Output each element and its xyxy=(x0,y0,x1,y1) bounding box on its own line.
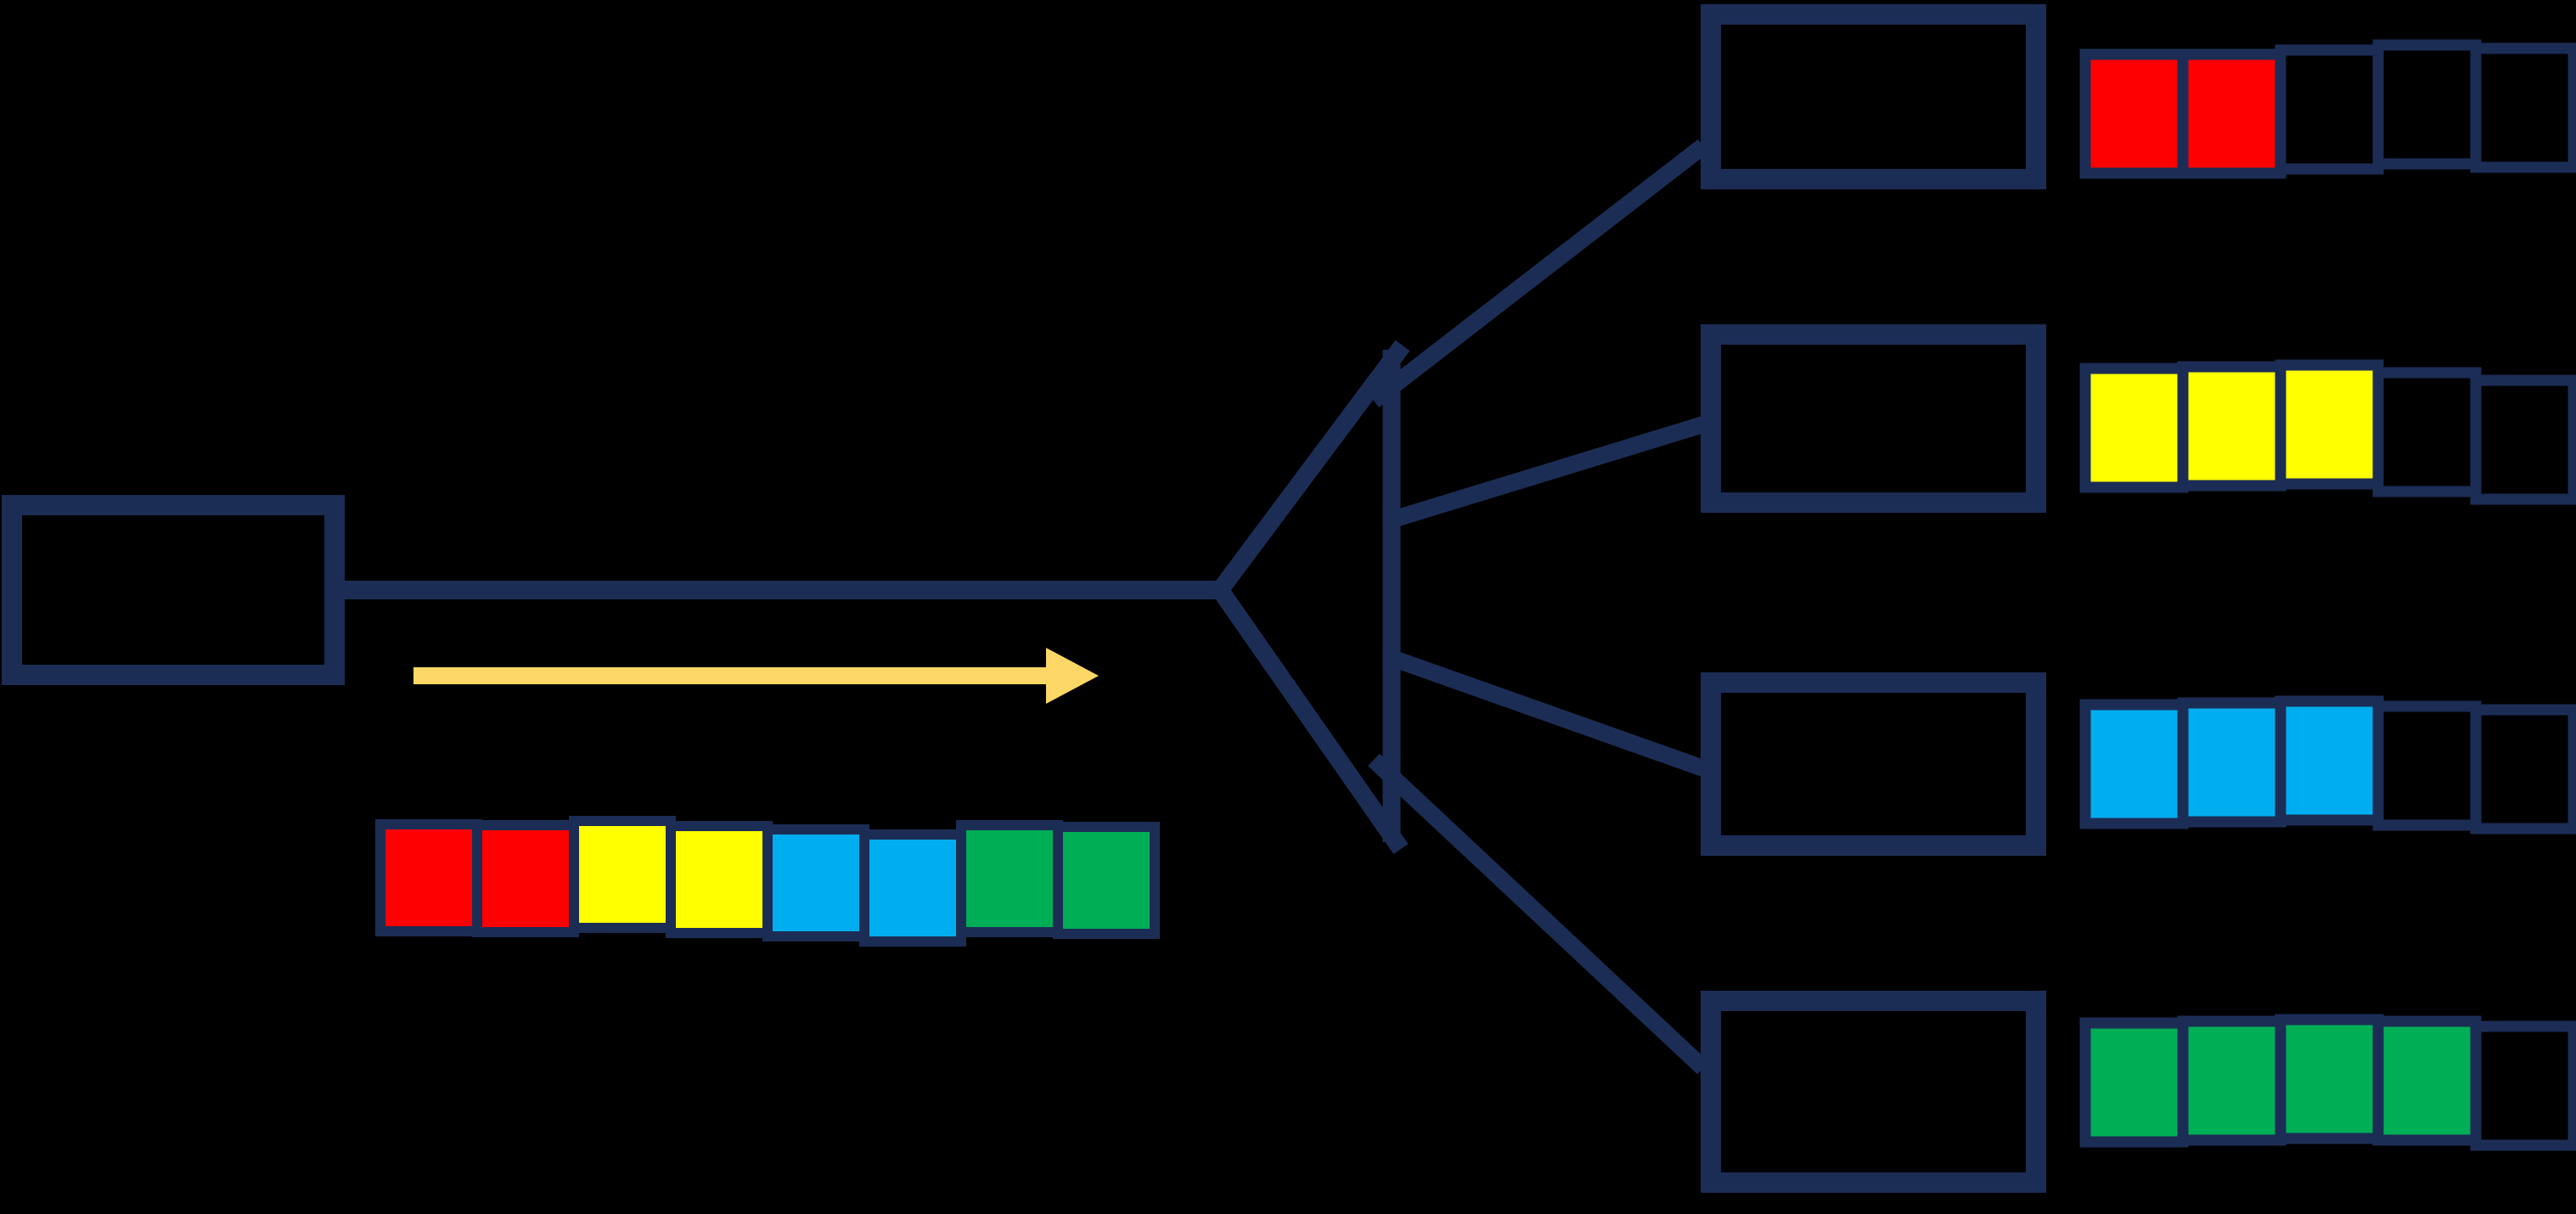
input-strip-cell-4-yellow xyxy=(666,821,773,938)
branch-2-queue-cell-5-empty xyxy=(2470,374,2576,505)
branch-1-connector xyxy=(1368,139,1709,407)
branch-4-connector xyxy=(1368,753,1709,1075)
branch-2-queue-cell-4-empty xyxy=(2372,367,2482,497)
branch-4-queue-cell-2-green xyxy=(2177,1015,2286,1146)
input-strip-cell-8-green xyxy=(1053,822,1160,939)
branch-3-box xyxy=(1701,672,2046,856)
branch-1-queue-cell-2-red xyxy=(2177,48,2286,179)
branch-4-queue-cell-5-empty xyxy=(2470,1020,2576,1151)
branch-1-queue-cell-4-empty xyxy=(2372,39,2482,170)
branch-4-queue-cell-4-green xyxy=(2372,1015,2482,1146)
input-strip-cell-7-green xyxy=(956,820,1063,937)
branch-1-queue-cell-3-empty xyxy=(2275,44,2384,175)
input-strip-cell-3-yellow xyxy=(569,816,676,933)
branch-2-queue-cell-2-yellow xyxy=(2177,361,2286,492)
input-strip-cell-6-blue xyxy=(859,829,966,947)
branch-3-queue-cell-3-blue xyxy=(2275,695,2384,826)
branch-1-queue-cell-5-empty xyxy=(2470,42,2576,173)
branch-4-queue-cell-1-green xyxy=(2079,1017,2189,1148)
input-strip-cell-5-blue xyxy=(762,824,869,941)
branch-3-queue-cell-5-empty xyxy=(2470,704,2576,835)
branch-2-queue-cell-3-yellow xyxy=(2275,359,2384,490)
funnel-upper-side xyxy=(1212,340,1410,596)
branch-4-box xyxy=(1701,991,2046,1193)
branch-3-queue-cell-2-blue xyxy=(2177,697,2286,828)
source-box xyxy=(2,495,345,685)
branch-3-queue-cell-1-blue xyxy=(2079,699,2189,829)
flow-arrow-head xyxy=(1046,648,1099,704)
branch-1-queue-cell-1-red xyxy=(2079,48,2189,179)
branch-3-queue-cell-4-empty xyxy=(2372,700,2482,831)
branch-2-connector xyxy=(1390,416,1706,528)
branch-3-connector xyxy=(1391,650,1707,777)
branch-1-box xyxy=(1701,4,2046,189)
branch-2-queue-cell-1-yellow xyxy=(2079,363,2189,493)
input-strip-cell-1-red xyxy=(375,819,482,936)
branch-2-box xyxy=(1701,324,2046,513)
input-strip-cell-2-red xyxy=(472,820,579,937)
branch-4-queue-cell-3-green xyxy=(2275,1014,2384,1144)
funnel-lower-side xyxy=(1212,584,1409,855)
